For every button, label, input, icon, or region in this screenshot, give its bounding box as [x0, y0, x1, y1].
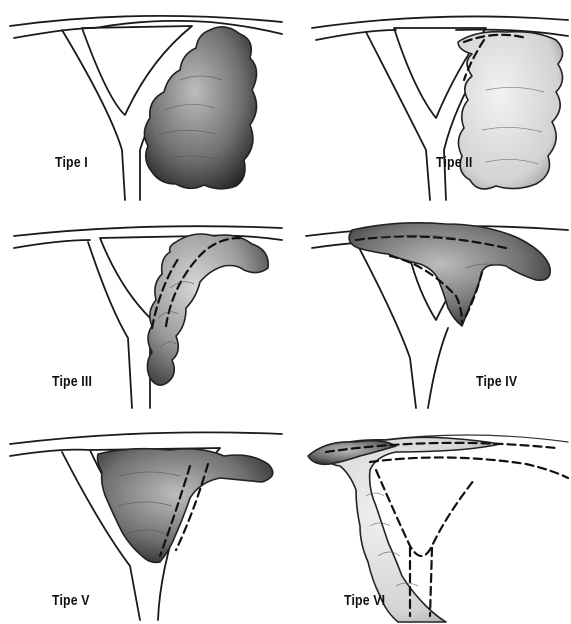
tipe-2-label: Tipe II — [436, 154, 472, 171]
panel-tipe-6: Tipe VI — [286, 416, 571, 624]
tipe-4-illustration — [286, 208, 571, 416]
tipe-5-label: Tipe V — [52, 592, 90, 609]
tipe-6-illustration — [286, 416, 571, 624]
tipe-2-illustration — [286, 0, 571, 208]
panel-tipe-3: Tipe III — [0, 208, 285, 416]
tipe-3-illustration — [0, 208, 285, 416]
tipe-3-label: Tipe III — [52, 373, 92, 390]
tipe-6-label: Tipe VI — [344, 592, 385, 609]
panel-tipe-5: Tipe V — [0, 416, 285, 624]
tipe-1-label: Tipe I — [55, 154, 88, 171]
tipe-4-label: Tipe IV — [476, 373, 517, 390]
tipe-5-illustration — [0, 416, 285, 624]
panel-tipe-4: Tipe IV — [286, 208, 571, 416]
tipe-1-illustration — [0, 0, 285, 208]
panel-tipe-2: Tipe II — [286, 0, 571, 208]
panel-tipe-1: Tipe I — [0, 0, 285, 208]
